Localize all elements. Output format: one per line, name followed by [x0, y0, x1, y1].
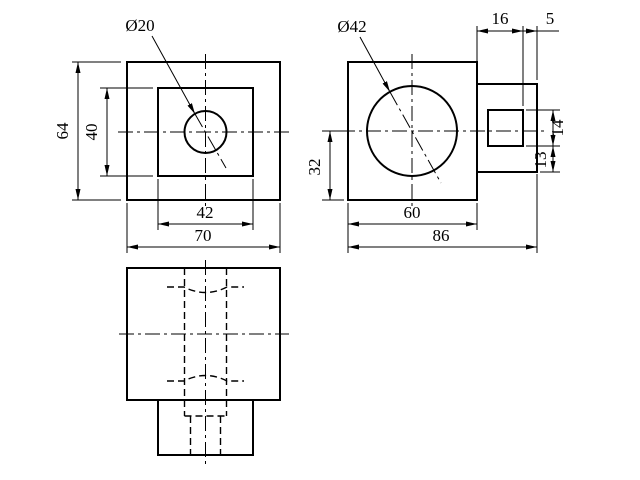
dim-32: 32	[305, 130, 344, 201]
side-hole-leader-line	[359, 36, 391, 93]
dim-13: 13	[531, 146, 560, 173]
dim-16: 16	[476, 9, 524, 106]
hidden-bore-bottom	[167, 374, 244, 382]
front-view: Ø20 64 40 42 70	[53, 16, 289, 253]
dim-14: 14	[526, 109, 567, 147]
front-hole-label: Ø20	[125, 16, 154, 35]
front-hole-axis-line	[194, 113, 227, 169]
front-hole-leader-line	[151, 35, 196, 115]
dim-40: 40	[82, 87, 153, 177]
side-view: Ø42 16 5 32 60 86	[305, 9, 567, 253]
dim-60-text: 60	[404, 203, 421, 222]
side-hole-label: Ø42	[337, 17, 366, 36]
front-outer-edge	[126, 61, 281, 201]
dim-5-text: 5	[546, 9, 555, 28]
dim-64: 64	[53, 61, 121, 201]
dim-86: 86	[347, 174, 538, 253]
dim-70: 70	[126, 203, 281, 253]
dim-60: 60	[348, 203, 478, 230]
bottom-view	[119, 260, 289, 464]
dim-16-text: 16	[492, 9, 509, 28]
dim-86-text: 86	[433, 226, 450, 245]
dim-42: 42	[157, 179, 254, 230]
dim-40-text: 40	[82, 124, 101, 141]
dim-14-text: 14	[548, 119, 567, 137]
hidden-bore-top	[167, 286, 244, 294]
dim-70-text: 70	[195, 226, 212, 245]
dim-42-text: 42	[197, 203, 214, 222]
dim-64-text: 64	[53, 122, 72, 140]
dim-32-text: 32	[305, 159, 324, 176]
side-boss-edge	[476, 83, 538, 173]
dim-13-text: 13	[531, 152, 550, 169]
side-square-hole-edge	[487, 109, 524, 147]
side-hole-axis-line	[389, 91, 442, 184]
dim-5: 5	[523, 9, 559, 80]
